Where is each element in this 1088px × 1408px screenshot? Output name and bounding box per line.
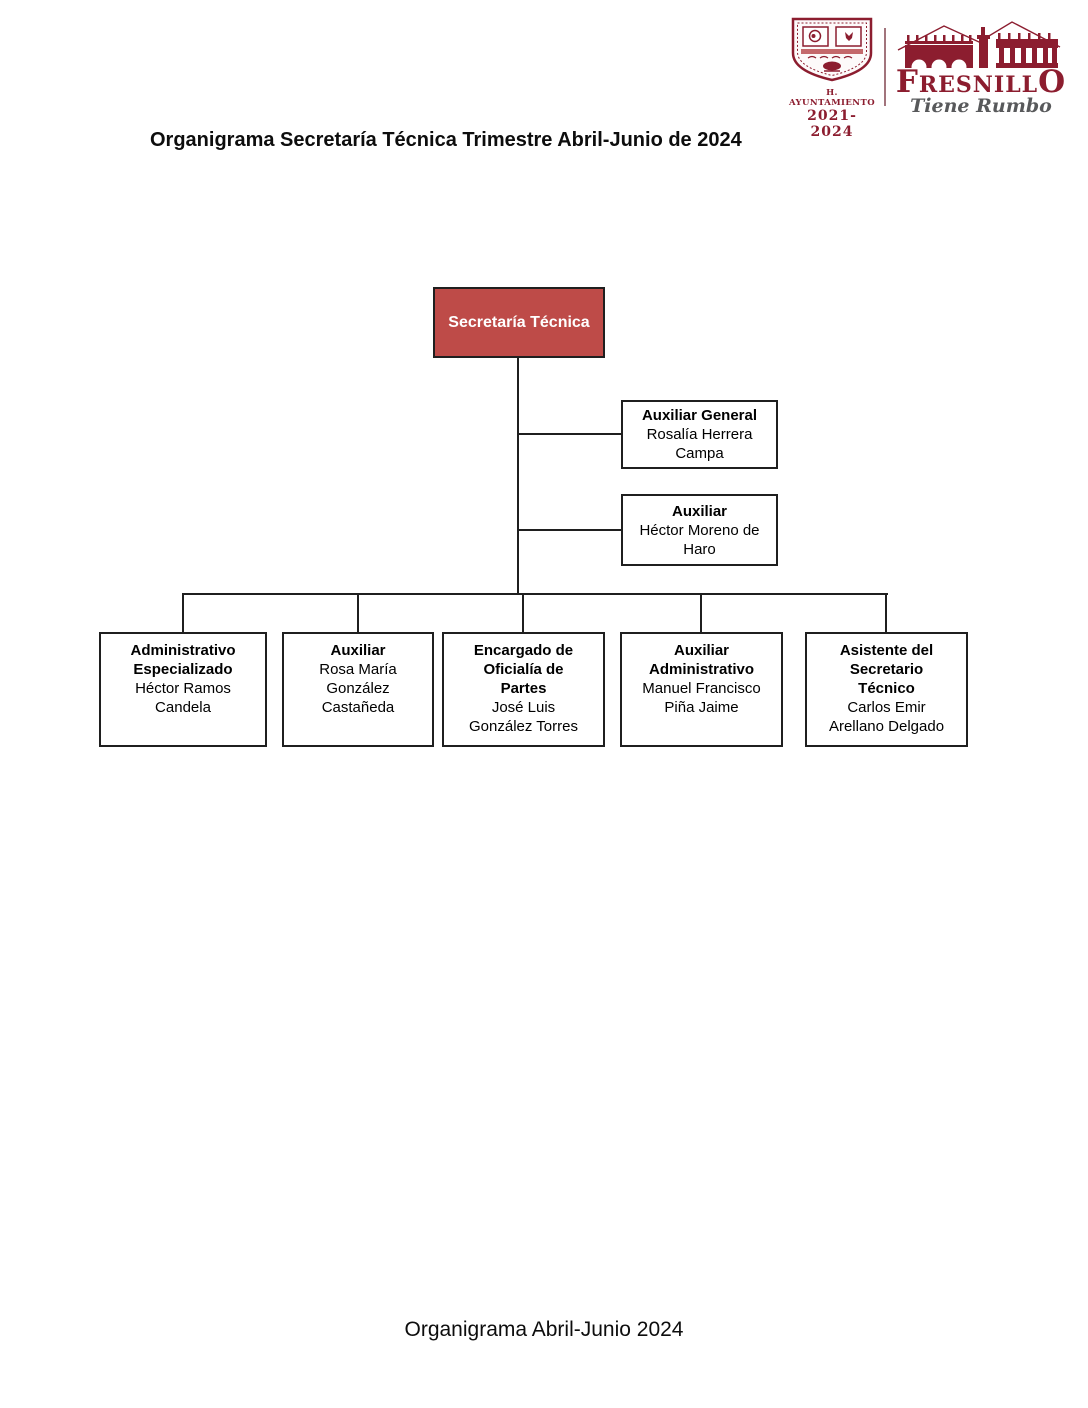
- org-box-title: Auxiliar General: [641, 407, 758, 424]
- org-box-name: Rosalía Herrera Campa: [646, 426, 753, 462]
- org-box-title: Asistente del Secretario Técnico: [839, 642, 934, 697]
- crest-shield-icon: [791, 17, 873, 82]
- brand-tagline: Tiene Rumbo: [910, 95, 1052, 117]
- org-box-title: Encargado de Oficialía de Partes: [473, 642, 574, 697]
- org-box-auxiliar-administrativo: Auxiliar Administrativo Manuel Francisco…: [620, 632, 783, 747]
- connector-stub-auxiliar-general: [519, 433, 621, 435]
- org-box-title: Auxiliar: [671, 503, 728, 520]
- page-footer: Organigrama Abril-Junio 2024: [404, 1318, 684, 1341]
- org-box-auxiliar-2: Auxiliar Rosa María González Castañeda: [282, 632, 434, 747]
- connector-drop-3: [522, 593, 524, 634]
- org-box-secretaria-tecnica: Secretaría Técnica: [433, 287, 605, 358]
- municipal-crest: H. AYUNTAMIENTO 2021-2024: [786, 16, 878, 140]
- org-box-title: Auxiliar Administrativo: [648, 642, 754, 678]
- org-box-title: Secretaría Técnica: [448, 314, 590, 331]
- connector-drop-4: [700, 593, 702, 634]
- org-box-name: Rosa María González Castañeda: [319, 661, 397, 716]
- connector-drop-2: [357, 593, 359, 634]
- org-box-title: Auxiliar: [330, 642, 386, 659]
- connector-root-vertical: [517, 358, 519, 595]
- org-box-asistente-del-secretario: Asistente del Secretario Técnico Carlos …: [805, 632, 968, 747]
- org-box-name: Manuel Francisco Piña Jaime: [642, 680, 761, 716]
- brand-name: FRESNILLO: [896, 64, 1066, 100]
- org-box-name: Héctor Moreno de Haro: [639, 522, 760, 558]
- connector-stub-auxiliar: [519, 529, 621, 531]
- crest-years: 2021-2024: [807, 108, 857, 140]
- org-box-auxiliar-general: Auxiliar General Rosalía Herrera Campa: [621, 400, 778, 469]
- bridge-icon: [897, 21, 1061, 75]
- org-box-name: Héctor Ramos Candela: [135, 680, 231, 716]
- org-box-title: Administrativo Especializado: [130, 642, 236, 678]
- page-title: Organigrama Secretaría Técnica Trimestre…: [150, 129, 742, 151]
- org-box-auxiliar: Auxiliar Héctor Moreno de Haro: [621, 494, 778, 566]
- org-box-name: Carlos Emir Arellano Delgado: [828, 699, 945, 735]
- fresnillo-logo: FRESNILLO Tiene Rumbo: [892, 14, 1070, 118]
- connector-drop-5: [885, 593, 887, 634]
- connector-horizontal-bar: [182, 593, 888, 595]
- connector-drop-1: [182, 593, 184, 634]
- logo-divider: [884, 28, 886, 106]
- crest-caption: H. AYUNTAMIENTO: [788, 88, 876, 108]
- org-box-administrativo-especializado: Administrativo Especializado Héctor Ramo…: [99, 632, 267, 747]
- org-box-name: José Luis González Torres: [469, 699, 578, 735]
- org-box-oficialia-de-partes: Encargado de Oficialía de Partes José Lu…: [442, 632, 605, 747]
